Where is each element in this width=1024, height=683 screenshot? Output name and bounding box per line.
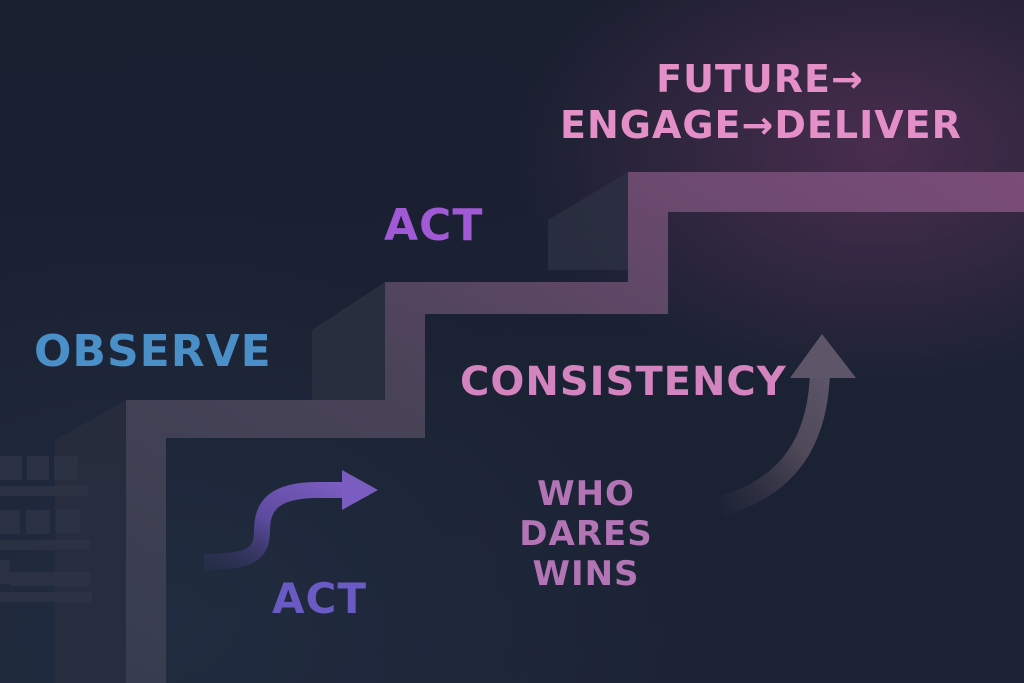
motto-text: WHO DARES WINS (516, 474, 656, 594)
motto-line-1: WHO (537, 474, 635, 514)
stair-shadow-face (312, 282, 385, 400)
future-line-2: ENGAGE→DELIVER (560, 103, 962, 147)
act-bottom-label: ACT (272, 574, 367, 623)
motto-line-3: WINS (532, 554, 640, 594)
observe-label: OBSERVE (34, 326, 272, 377)
block-grid-decoration (0, 456, 92, 602)
future-heading: FUTURE→ ENGAGE→DELIVER (560, 56, 962, 148)
future-line-1: FUTURE→ (656, 57, 864, 101)
stair-shadow-face (548, 172, 628, 270)
staircase-band (126, 172, 1024, 683)
consistency-label: CONSISTENCY (460, 359, 787, 405)
motto-line-2: DARES (519, 514, 653, 554)
curved-up-arrow-icon (203, 470, 378, 570)
act-top-label: ACT (384, 200, 484, 251)
curved-up-arrow-icon (719, 334, 856, 516)
